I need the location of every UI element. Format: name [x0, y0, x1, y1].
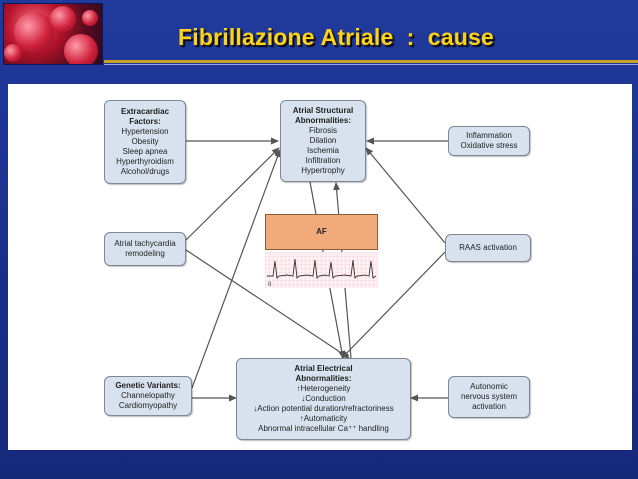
autonomic-activation-box: Autonomic nervous system activation [448, 376, 530, 418]
electrical-heading-2: Abnormalities: [295, 374, 352, 383]
extracardiac-item: Hyperthyroidism [116, 157, 174, 166]
arrow-genetic-to-structural [191, 149, 281, 389]
tachycardia-remodeling-box: Atrial tachycardia remodeling [104, 232, 186, 266]
electrical-item: Abnormal intracellular Ca⁺⁺ handling [258, 424, 389, 433]
inflammation-item: Inflammation [466, 131, 512, 140]
af-box: AF [265, 214, 378, 250]
electrical-item: ↑Automaticity [299, 414, 348, 423]
autonomic-item: activation [472, 402, 506, 411]
slide-header: Fibrillazione Atriale : cause [0, 0, 638, 68]
structural-item: Fibrosis [308, 126, 337, 135]
arrow-raas-to-electrical [341, 251, 446, 359]
genetic-variants-box: Genetic Variants: Channelopathy Cardiomy… [104, 376, 192, 416]
tachycardia-item: remodeling [125, 249, 165, 258]
tachycardia-item: Atrial tachycardia [114, 239, 176, 248]
heart-cells-logo [3, 3, 103, 65]
raas-activation-box: RAAS activation [445, 234, 531, 262]
structural-item: Ischemia [306, 146, 339, 155]
structural-item: Infiltration [305, 156, 341, 165]
slide-title: Fibrillazione Atriale : cause [178, 24, 494, 50]
inflammation-item: Oxidative stress [460, 141, 518, 150]
arrow-tachycardia-to-structural [185, 147, 280, 241]
electrical-item: ↑Heterogeneity [296, 384, 351, 393]
extracardiac-heading-1: Extracardiac [120, 107, 170, 116]
structural-item: Dilation [309, 136, 337, 145]
extracardiac-item: Alcohol/drugs [120, 167, 170, 176]
structural-heading-2: Abnormalities: [294, 116, 351, 125]
electrical-heading-1: Atrial Electrical [294, 364, 353, 373]
arrow-raas-to-structural [365, 147, 446, 244]
structural-heading-1: Atrial Structural [292, 106, 354, 115]
electrical-item: ↓Action potential duration/refractorines… [253, 404, 394, 413]
genetic-heading: Genetic Variants: [115, 381, 181, 390]
autonomic-item: nervous system [460, 392, 518, 401]
structural-item: Hypertrophy [301, 166, 345, 175]
electrical-item: ↓Conduction [301, 394, 346, 403]
inflammation-box: Inflammation Oxidative stress [448, 126, 530, 156]
autonomic-item: Autonomic [470, 382, 508, 391]
genetic-item: Channelopathy [121, 391, 175, 400]
atrial-electrical-box: Atrial Electrical Abnormalities: ↑Hetero… [236, 358, 411, 440]
raas-item: RAAS activation [459, 243, 517, 252]
extracardiac-heading-2: Factors: [129, 117, 161, 126]
arrow-tachycardia-to-electrical [185, 249, 350, 359]
header-gold-rule [104, 60, 638, 63]
header-blue-rule [104, 64, 638, 65]
ecg-strip: II [265, 252, 378, 288]
atrial-structural-box: Atrial Structural Abnormalities: Fibrosi… [280, 100, 366, 182]
genetic-item: Cardiomyopathy [118, 401, 178, 410]
extracardiac-item: Obesity [131, 137, 159, 146]
extracardiac-item: Sleep apnea [122, 147, 168, 156]
extracardiac-factors-box: Extracardiac Factors: Hypertension Obesi… [104, 100, 186, 184]
ecg-trace [267, 258, 377, 279]
ecg-lead-label: II [268, 282, 272, 288]
extracardiac-item: Hypertension [121, 127, 169, 136]
